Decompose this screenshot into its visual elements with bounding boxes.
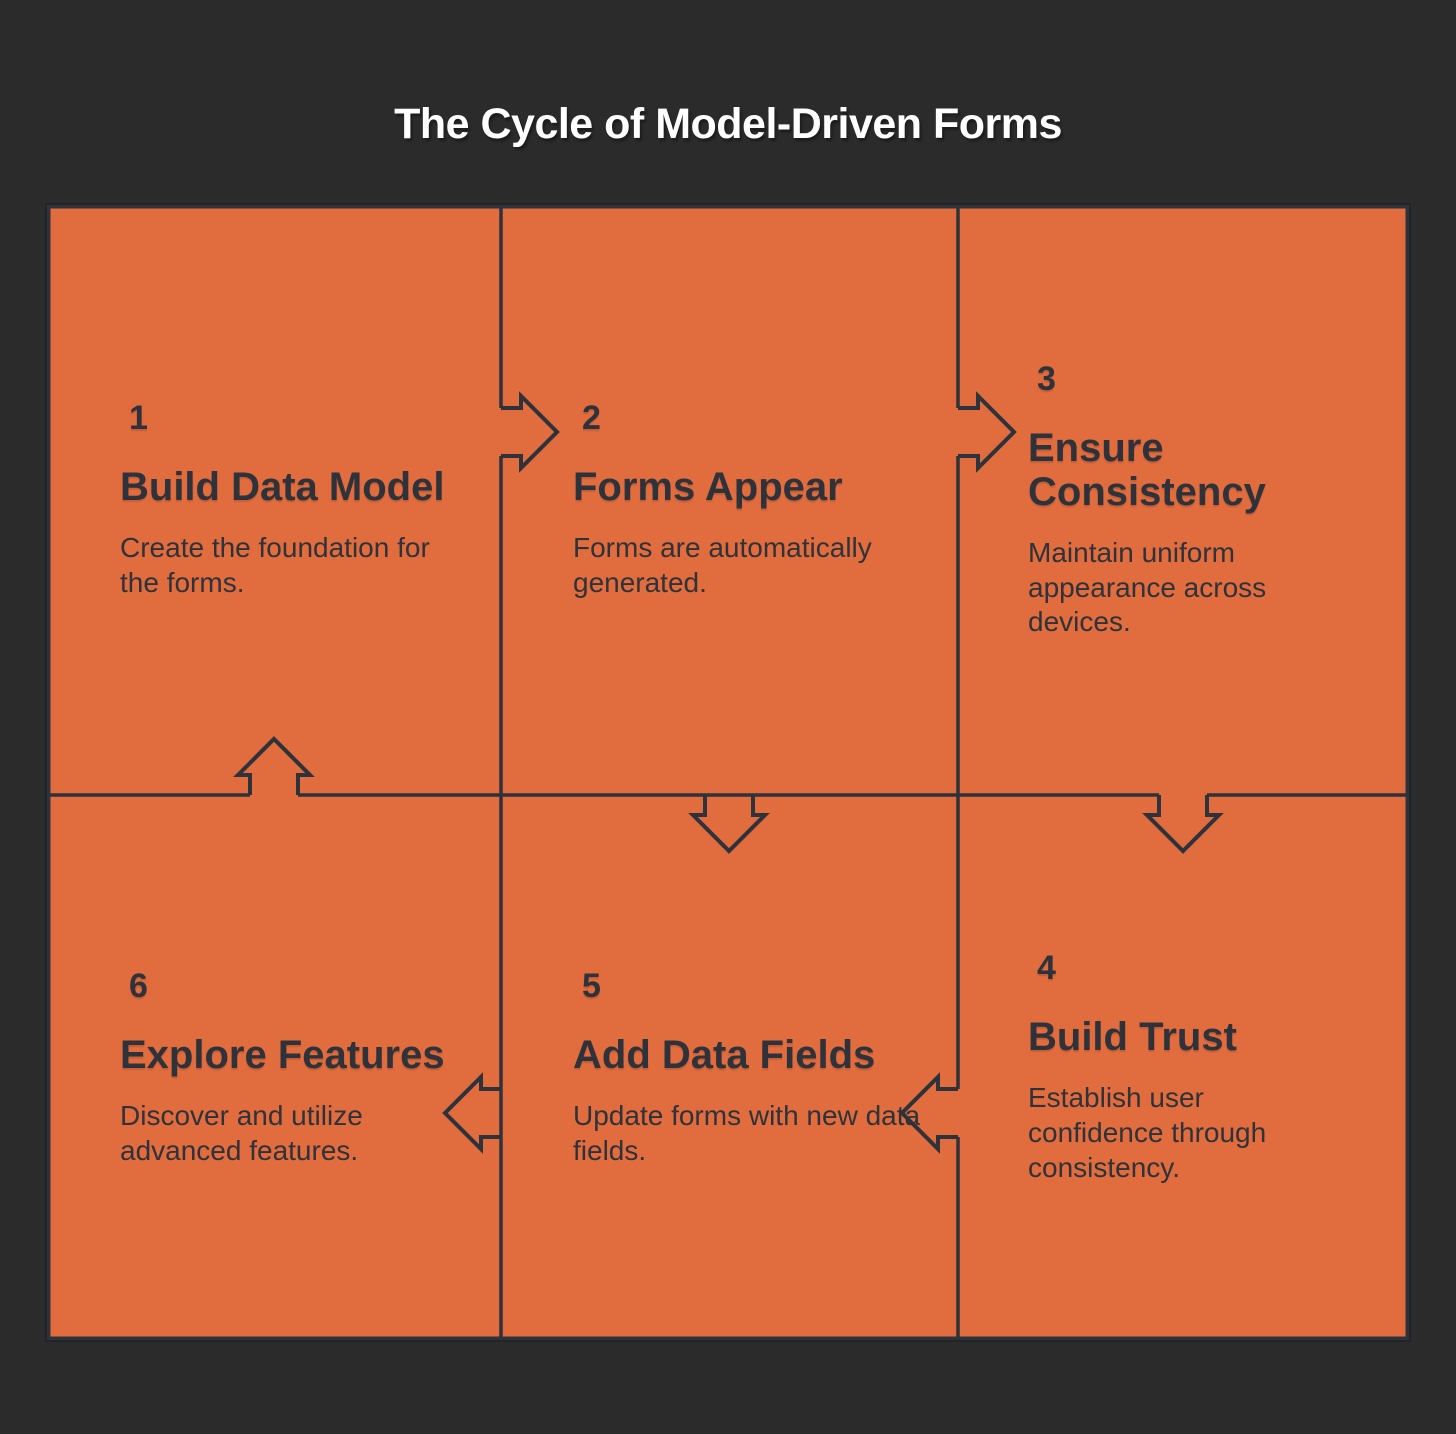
step-2-description: Forms are automatically generated. (573, 532, 872, 598)
step-5-number: 5 (582, 966, 601, 1005)
step-card-3: 3 Ensure Consistency Maintain uniform ap… (958, 205, 1409, 795)
step-6-description: Discover and utilize advanced features. (120, 1099, 363, 1166)
step-card-4: 4 Build Trust Establish user confidence … (958, 795, 1409, 1340)
arrow-step1-to-step2-icon (501, 391, 560, 473)
step-1-description: Create the foundation for the forms. (120, 532, 430, 598)
step-card-1: 1 Build Data Model Create the foundation… (47, 205, 501, 795)
diagram-title: The Cycle of Model-Driven Forms (394, 100, 1062, 148)
step-4-description: Establish user confidence through consis… (1028, 1082, 1267, 1183)
step-2-title: Forms Appear (573, 465, 843, 510)
step-6-title: Explore Features (120, 1032, 445, 1077)
arrow-step4-to-step5-icon (899, 1072, 958, 1154)
arrow-step2-to-step5-icon (688, 795, 770, 854)
step-3-description: Maintain uniform appearance across devic… (1028, 536, 1267, 638)
step-card-6: 6 Explore Features Discover and utilize … (47, 795, 501, 1340)
step-5-description: Update forms with new data fields. (573, 1099, 921, 1166)
diagram-border (47, 205, 1409, 1340)
step-3-number: 3 (1037, 359, 1056, 398)
step-4-title: Build Trust (1028, 1015, 1237, 1060)
step-6-number: 6 (129, 966, 148, 1005)
step-1-number: 1 (129, 399, 148, 438)
step-card-2: 2 Forms Appear Forms are automatically g… (501, 205, 958, 795)
step-3-title: Ensure Consistency (1028, 425, 1266, 514)
step-2-number: 2 (582, 399, 601, 438)
step-4-number: 4 (1037, 949, 1056, 988)
step-card-5: 5 Add Data Fields Update forms with new … (501, 795, 958, 1340)
arrow-step5-to-step6-icon (442, 1072, 501, 1154)
arrow-step6-to-step1-icon (233, 736, 315, 795)
cycle-diagram: 1 Build Data Model Create the foundation… (47, 205, 1409, 1340)
step-1-title: Build Data Model (120, 465, 445, 510)
arrow-step2-to-step3-icon (958, 391, 1017, 473)
arrow-step3-to-step4-icon (1142, 795, 1224, 854)
step-5-title: Add Data Fields (573, 1032, 876, 1077)
connector-lines (47, 205, 1409, 1340)
